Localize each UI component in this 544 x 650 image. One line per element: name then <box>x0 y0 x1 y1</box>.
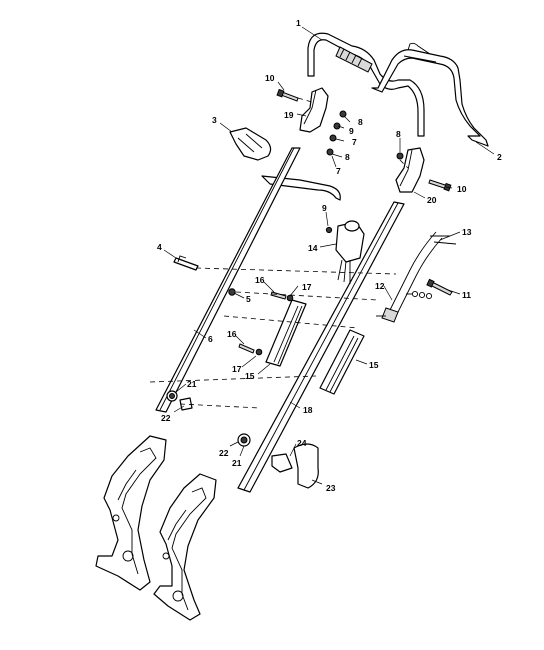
callout-20: 20 <box>427 195 437 205</box>
right-clamp-bracket <box>395 147 425 193</box>
callout-1: 1 <box>296 18 301 28</box>
tube-cover-lower <box>319 329 365 395</box>
callout-6: 6 <box>208 334 213 344</box>
height-adjust-lever <box>271 443 319 489</box>
callout-5: 5 <box>246 294 251 304</box>
callout-17-upper: 17 <box>302 282 312 292</box>
callout-7-lower: 7 <box>336 166 341 176</box>
callout-16-lower: 16 <box>227 329 237 339</box>
callout-13: 13 <box>462 227 472 237</box>
assembly-lines <box>149 97 409 409</box>
callout-9-upper: 9 <box>349 126 354 136</box>
knob-right <box>237 433 251 447</box>
left-handle-tube <box>155 147 301 413</box>
nut-5 <box>228 288 236 296</box>
callout-8-upper: 8 <box>358 117 363 127</box>
callout-11: 11 <box>462 290 471 300</box>
left-clamp-bracket <box>299 87 329 133</box>
callout-15-lower: 15 <box>369 360 379 370</box>
callout-12: 12 <box>375 281 385 291</box>
callout-4: 4 <box>157 242 162 252</box>
right-lower-bracket <box>153 473 217 621</box>
callout-3: 3 <box>212 115 217 125</box>
callout-9-switch: 9 <box>322 203 327 213</box>
retaining-pin <box>173 255 199 271</box>
callout-18: 18 <box>303 405 313 415</box>
upper-handle-bar <box>307 32 425 137</box>
callout-24: 24 <box>297 438 307 448</box>
leader-lines <box>163 26 495 485</box>
callout-8-right: 8 <box>396 129 401 139</box>
callout-21-right: 21 <box>232 458 242 468</box>
control-cables <box>376 231 457 323</box>
callout-8-middle: 8 <box>345 152 350 162</box>
left-lower-bracket <box>95 435 167 591</box>
callout-21-left: 21 <box>187 379 197 389</box>
bolt-11 <box>426 278 453 296</box>
tube-cover-upper <box>265 299 307 367</box>
callout-14: 14 <box>308 243 318 253</box>
callout-17-lower: 17 <box>232 364 242 374</box>
callout-labels: 1 2 3 4 5 6 7 7 8 8 8 9 9 10 10 11 12 13… <box>157 18 502 493</box>
right-handle-tube <box>237 201 405 493</box>
knob-left <box>166 390 193 411</box>
callout-19: 19 <box>284 110 294 120</box>
top-fasteners <box>276 88 452 192</box>
callout-15-upper: 15 <box>245 371 255 381</box>
callout-10-left: 10 <box>265 73 275 83</box>
callout-16-upper: 16 <box>255 275 265 285</box>
mid-fasteners <box>238 291 294 356</box>
engine-stop-switch <box>325 220 365 284</box>
callout-10-right: 10 <box>457 184 467 194</box>
callout-2: 2 <box>497 152 502 162</box>
callout-7-upper: 7 <box>352 137 357 147</box>
callout-23: 23 <box>326 483 336 493</box>
callout-22-right: 22 <box>219 448 229 458</box>
callout-22-left: 22 <box>161 413 171 423</box>
bail-bar <box>371 42 489 147</box>
